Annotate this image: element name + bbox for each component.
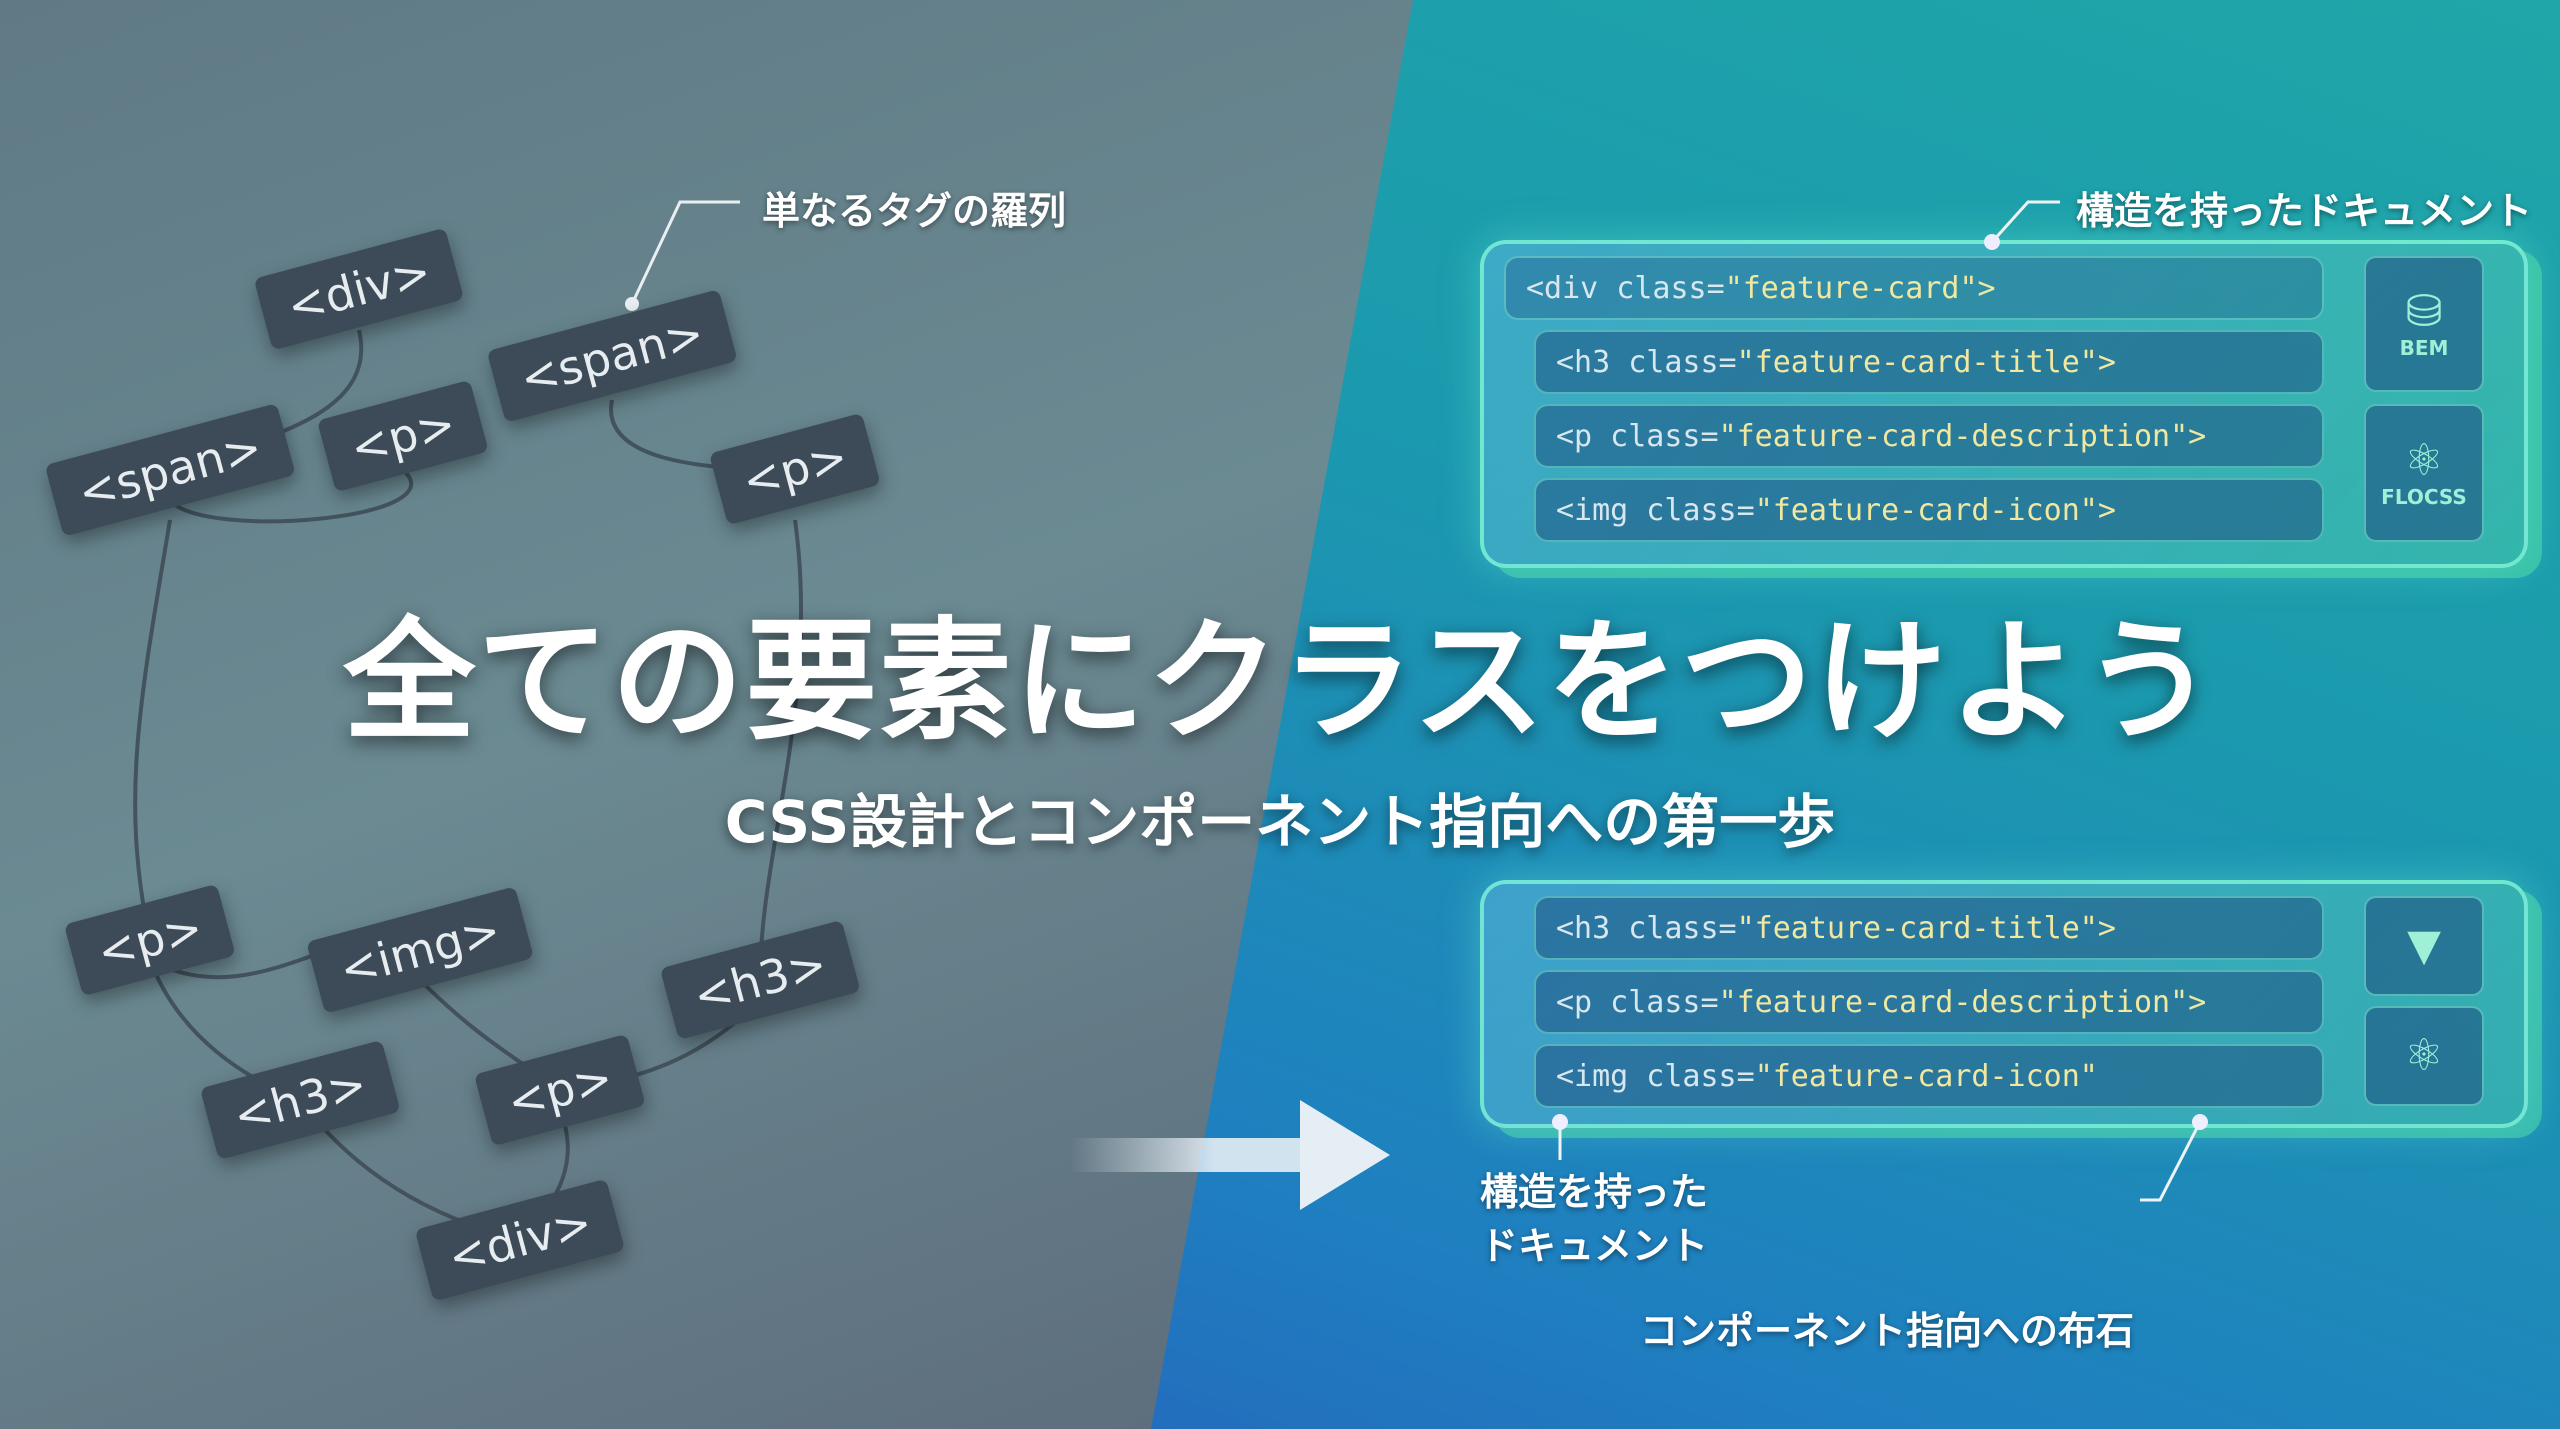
code-line: <h3 class="feature-card-title"> — [1534, 896, 2324, 960]
structured-document-panel-lower: <h3 class="feature-card-title"> <p class… — [1480, 880, 2528, 1128]
callout-line: 構造を持った — [1480, 1170, 1709, 1214]
callout-tag-list: 単なるタグの羅列 — [762, 189, 1067, 233]
callout-structured-document: 構造を持ったドキュメント — [2076, 189, 2533, 233]
react-badge: ⚛ — [2364, 1006, 2484, 1106]
vue-badge: ▼ — [2364, 896, 2484, 996]
bem-badge: ⛁BEM — [2364, 256, 2484, 392]
structured-document-panel: <div class="feature-card"> <h3 class="fe… — [1480, 240, 2528, 568]
vue-logo-icon: ▼ — [2407, 919, 2441, 971]
code-line: <img class="feature-card-icon"> — [1534, 478, 2324, 542]
code-line: <h3 class="feature-card-title"> — [1534, 330, 2324, 394]
callout-component-foundation: コンポーネント指向への布石 — [1640, 1309, 2135, 1353]
code-line: <div class="feature-card"> — [1504, 256, 2324, 320]
atom-icon: ⚛ — [2404, 434, 2444, 486]
page-subtitle: CSS設計とコンポーネント指向への第一歩 — [724, 788, 1836, 856]
code-line: <p class="feature-card-description"> — [1534, 970, 2324, 1034]
callout-dot — [1984, 234, 2000, 250]
code-line: <p class="feature-card-description"> — [1534, 404, 2324, 468]
arrow-right-icon — [1070, 1100, 1390, 1210]
code-line: <img class="feature-card-icon" — [1534, 1044, 2324, 1108]
callout-dot — [1552, 1114, 1568, 1130]
flocss-badge: ⚛FLOCSS — [2364, 404, 2484, 542]
callout-structured-document-2: 構造を持った ドキュメント — [1480, 1165, 1708, 1273]
callout-dot — [2192, 1114, 2208, 1130]
database-icon: ⛁ — [2405, 285, 2443, 337]
callout-line: ドキュメント — [1480, 1224, 1709, 1268]
react-atom-icon: ⚛ — [2404, 1029, 2444, 1081]
page-title: 全ての要素にクラスをつけよう — [343, 605, 2217, 759]
